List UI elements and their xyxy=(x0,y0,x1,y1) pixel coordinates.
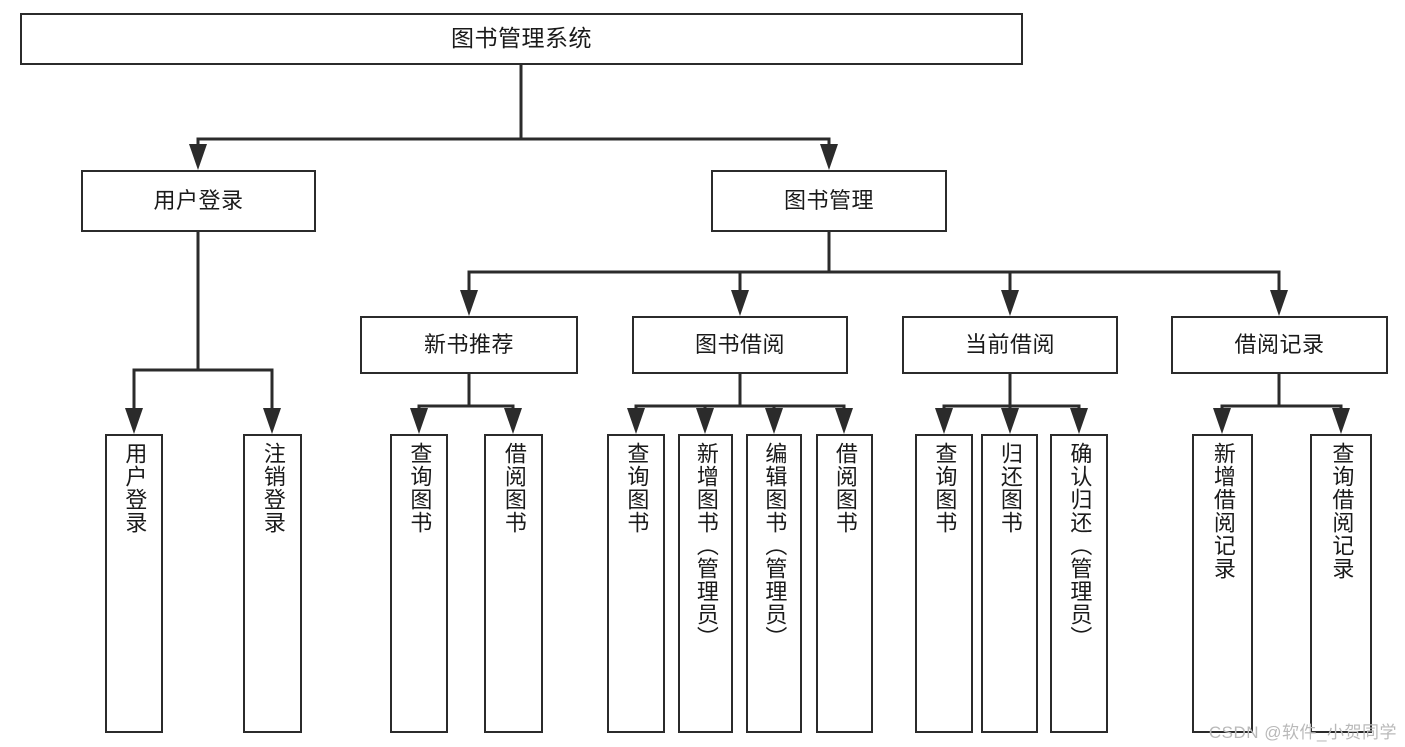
node-book-borrow[interactable]: 图书借阅 xyxy=(632,316,848,374)
node-leaf-query-book-current[interactable]: 查询图书 xyxy=(915,434,973,733)
node-root[interactable]: 图书管理系统 xyxy=(20,13,1023,65)
arrowhead-icon xyxy=(765,408,783,434)
node-leaf-add-borrow-record[interactable]: 新增借阅记录 xyxy=(1192,434,1253,733)
arrowhead-icon xyxy=(1001,408,1019,434)
arrowhead-icon xyxy=(696,408,714,434)
node-label-leaf-query-book-rec: 查询图书 xyxy=(407,442,433,534)
node-label-leaf-query-book-borrow: 查询图书 xyxy=(624,442,650,534)
node-label-leaf-borrow-book: 借阅图书 xyxy=(832,442,858,534)
node-user-login[interactable]: 用户登录 xyxy=(81,170,316,232)
node-leaf-query-borrow-record[interactable]: 查询借阅记录 xyxy=(1310,434,1372,733)
arrowhead-icon xyxy=(263,408,281,434)
node-label-leaf-confirm-return-admin: 确认归还（管理员） xyxy=(1067,442,1093,649)
arrowhead-icon xyxy=(125,408,143,434)
arrowhead-icon xyxy=(820,144,838,170)
node-label-leaf-user-logout: 注销登录 xyxy=(260,442,286,534)
node-label-leaf-add-book-admin: 新增图书（管理员） xyxy=(693,442,719,649)
node-new-book-recommend[interactable]: 新书推荐 xyxy=(360,316,578,374)
node-label-leaf-query-borrow-record: 查询借阅记录 xyxy=(1329,442,1355,580)
node-label-new-book-recommend: 新书推荐 xyxy=(423,331,514,357)
arrowhead-icon xyxy=(504,408,522,434)
arrowhead-icon xyxy=(460,290,478,316)
arrowhead-icon xyxy=(835,408,853,434)
node-label-leaf-user-login: 用户登录 xyxy=(122,442,148,534)
node-current-borrow[interactable]: 当前借阅 xyxy=(902,316,1118,374)
arrowhead-icon xyxy=(1270,290,1288,316)
node-leaf-borrow-book-rec[interactable]: 借阅图书 xyxy=(484,434,543,733)
arrowhead-icon xyxy=(731,290,749,316)
node-borrow-record[interactable]: 借阅记录 xyxy=(1171,316,1388,374)
node-leaf-confirm-return-admin[interactable]: 确认归还（管理员） xyxy=(1050,434,1108,733)
node-label-borrow-record: 借阅记录 xyxy=(1234,331,1325,357)
node-label-book-manage: 图书管理 xyxy=(783,187,874,213)
node-leaf-return-book[interactable]: 归还图书 xyxy=(981,434,1038,733)
node-label-book-borrow: 图书借阅 xyxy=(694,331,785,357)
node-label-user-login: 用户登录 xyxy=(153,187,244,213)
node-label-leaf-borrow-book-rec: 借阅图书 xyxy=(501,442,527,534)
node-leaf-user-login[interactable]: 用户登录 xyxy=(105,434,163,733)
node-book-manage[interactable]: 图书管理 xyxy=(711,170,947,232)
node-leaf-user-logout[interactable]: 注销登录 xyxy=(243,434,302,733)
arrowhead-icon xyxy=(1213,408,1231,434)
node-label-root: 图书管理系统 xyxy=(451,25,592,52)
node-label-leaf-return-book: 归还图书 xyxy=(997,442,1023,534)
node-leaf-query-book-rec[interactable]: 查询图书 xyxy=(390,434,448,733)
node-label-current-borrow: 当前借阅 xyxy=(964,331,1055,357)
node-label-leaf-edit-book-admin: 编辑图书（管理员） xyxy=(762,442,788,649)
arrowhead-icon xyxy=(1001,290,1019,316)
node-label-leaf-add-borrow-record: 新增借阅记录 xyxy=(1210,442,1236,580)
node-leaf-borrow-book[interactable]: 借阅图书 xyxy=(816,434,873,733)
arrowhead-icon xyxy=(1070,408,1088,434)
arrowhead-icon xyxy=(410,408,428,434)
arrowhead-icon xyxy=(627,408,645,434)
node-leaf-edit-book-admin[interactable]: 编辑图书（管理员） xyxy=(746,434,802,733)
arrowhead-icon xyxy=(935,408,953,434)
node-leaf-query-book-borrow[interactable]: 查询图书 xyxy=(607,434,665,733)
arrowhead-icon xyxy=(1332,408,1350,434)
arrowhead-icon xyxy=(189,144,207,170)
node-leaf-add-book-admin[interactable]: 新增图书（管理员） xyxy=(678,434,733,733)
node-label-leaf-query-book-current: 查询图书 xyxy=(932,442,958,534)
